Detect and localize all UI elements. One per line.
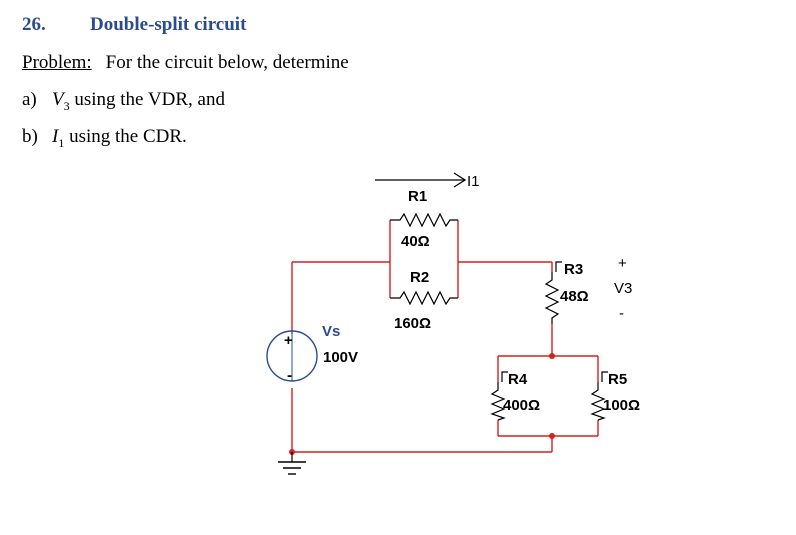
question-b: b) I1 using the CDR. xyxy=(22,126,187,151)
vs-value: 100V xyxy=(323,349,358,366)
problem-title: Double-split circuit xyxy=(90,14,247,35)
r4-name: R4 xyxy=(508,371,528,388)
problem-label: Problem: xyxy=(22,52,92,73)
r1-value: 40Ω xyxy=(401,233,430,250)
question-a-var: V xyxy=(52,89,64,110)
question-b-text: using the CDR. xyxy=(64,126,187,147)
question-a-letter: a) xyxy=(22,89,37,110)
question-a-text: using the VDR, and xyxy=(69,89,225,110)
voltage-source-vs xyxy=(266,330,318,382)
question-a: a) V3 using the VDR, and xyxy=(22,89,225,114)
problem-statement: Problem: For the circuit below, determine xyxy=(22,52,349,74)
question-a-sub: 3 xyxy=(63,98,70,113)
r2-value: 160Ω xyxy=(394,315,431,332)
problem-number: 26. xyxy=(22,14,46,35)
question-b-var: I xyxy=(52,126,59,147)
question-b-letter: b) xyxy=(22,126,38,147)
current-arrow-i1 xyxy=(375,172,467,188)
resistor-r1 xyxy=(390,212,458,228)
resistor-r2 xyxy=(390,290,458,306)
resistor-r4 xyxy=(490,371,508,421)
problem-heading: 26. Double-split circuit xyxy=(22,14,246,36)
v3-name: V3 xyxy=(614,280,632,297)
question-b-sub: 1 xyxy=(58,135,65,150)
problem-text: For the circuit below, determine xyxy=(105,52,349,73)
v3-minus: - xyxy=(619,305,624,322)
ground-icon xyxy=(278,452,306,475)
vs-plus: + xyxy=(284,332,293,349)
r1-name: R1 xyxy=(408,188,427,205)
resistor-r5 xyxy=(590,371,608,421)
r5-name: R5 xyxy=(608,371,627,388)
vs-name: Vs xyxy=(322,323,340,340)
r5-value: 100Ω xyxy=(603,397,640,414)
v3-plus: + xyxy=(618,255,627,272)
resistor-r3 xyxy=(544,261,562,324)
circuit-wires xyxy=(291,220,599,453)
vs-minus: - xyxy=(287,367,292,384)
r2-name: R2 xyxy=(410,269,429,286)
junction-dots xyxy=(289,353,555,455)
current-label: I1 xyxy=(467,173,480,190)
r3-name: R3 xyxy=(564,261,583,278)
r4-value: 400Ω xyxy=(503,397,540,414)
r3-value: 48Ω xyxy=(560,288,589,305)
